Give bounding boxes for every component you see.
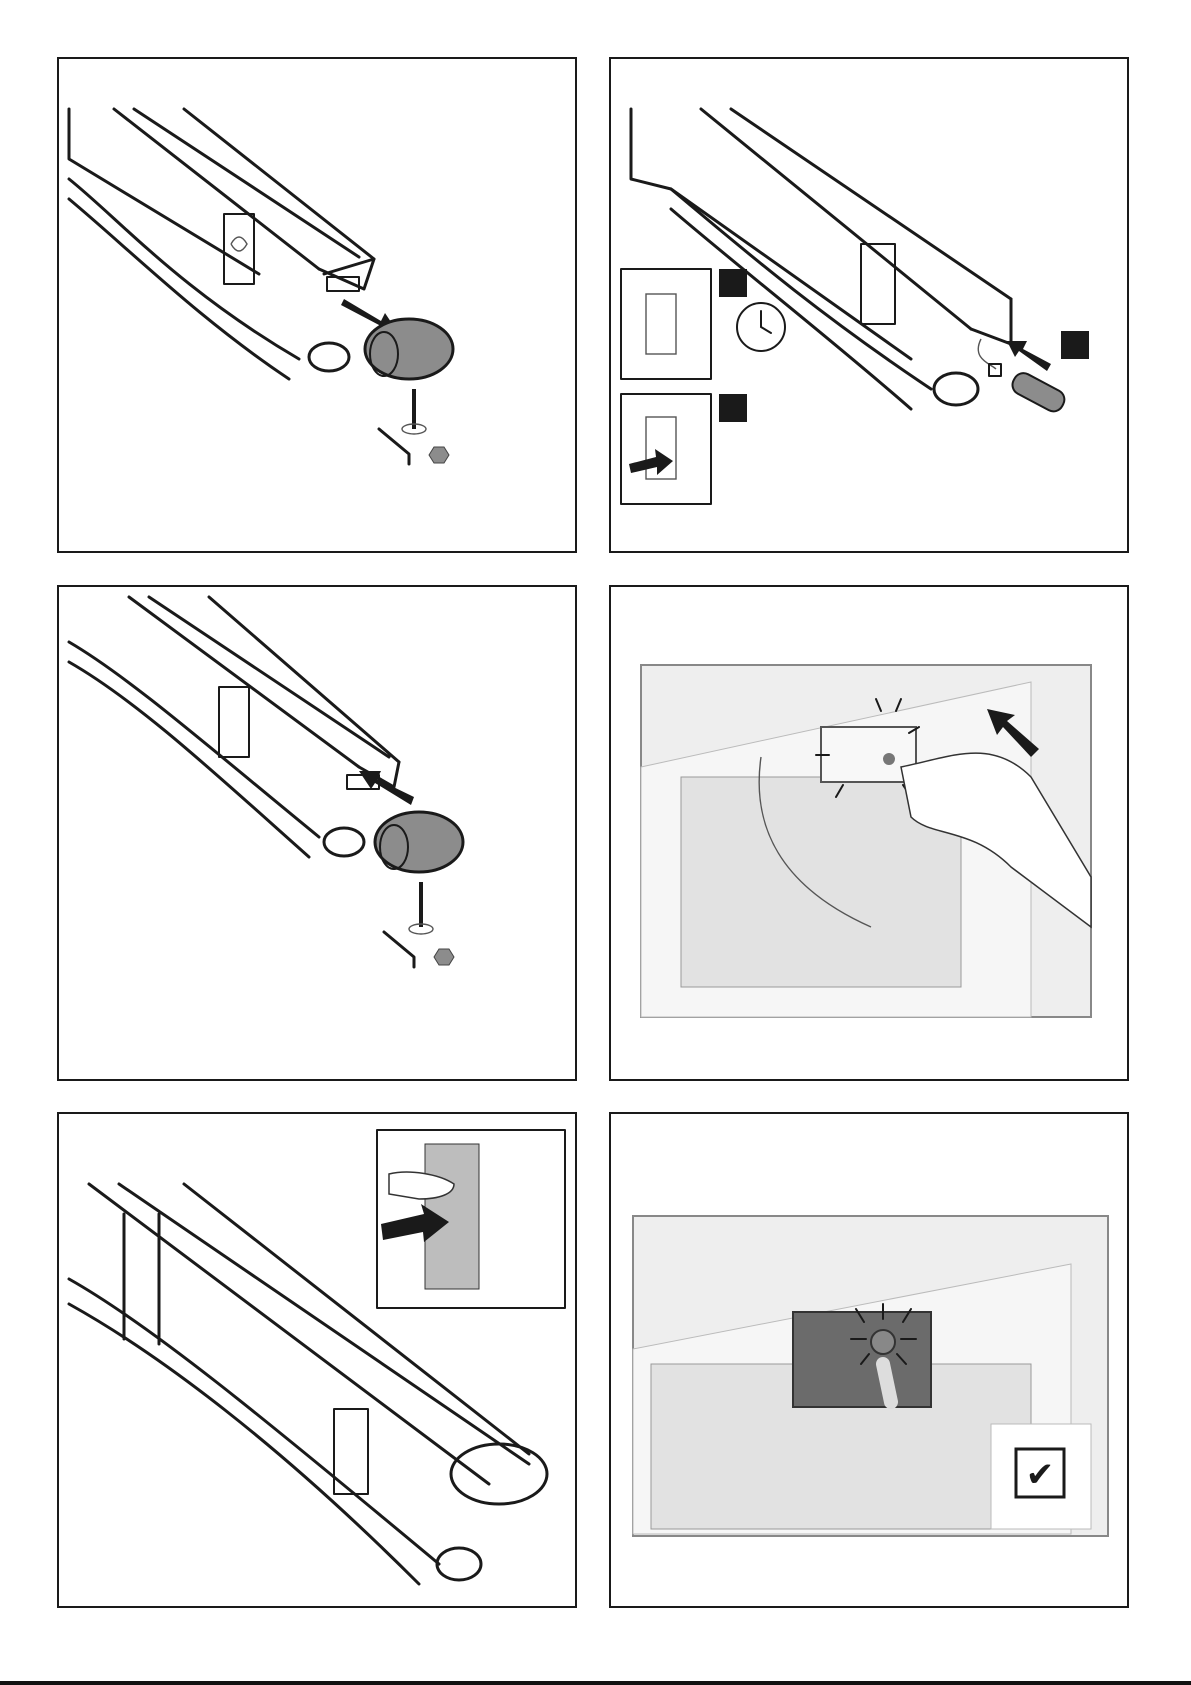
grab-bar-top xyxy=(701,109,1011,329)
panel-battery-replacement xyxy=(609,57,1129,553)
hex-icon xyxy=(434,949,454,965)
inset-sensor-label xyxy=(646,294,676,354)
grab-bar-end xyxy=(971,299,1011,344)
arrow-press-icon xyxy=(629,449,673,475)
allen-key-icon xyxy=(384,932,414,967)
sensor-button xyxy=(883,753,895,765)
step-marker-3 xyxy=(1061,331,1089,359)
lower-bar-end xyxy=(934,373,978,405)
grab-bar-lower xyxy=(69,179,299,379)
illustration-battery-replacement xyxy=(611,59,1127,551)
sensor-button xyxy=(871,1330,895,1354)
arrow-insert-icon xyxy=(1007,341,1051,371)
panel-sensor-activate xyxy=(57,1112,577,1608)
inset-sensor-press xyxy=(621,394,711,504)
battery-icon xyxy=(1009,370,1068,415)
sensor-module xyxy=(793,1312,931,1407)
sensor-label xyxy=(219,687,249,757)
panel-remove-end-cap xyxy=(57,57,577,553)
end-cap-shape xyxy=(365,319,453,379)
end-cap-shape xyxy=(375,812,463,872)
water-drop-icon xyxy=(231,237,247,251)
hose xyxy=(883,1364,891,1402)
illustration-sensor-press xyxy=(611,587,1127,1079)
sensor-label xyxy=(861,244,895,324)
page-bottom-rule xyxy=(0,1681,1191,1685)
grab-bar-top xyxy=(114,109,374,269)
wall-outline xyxy=(69,109,259,274)
grab-bar-top xyxy=(129,597,399,767)
checkmark-icon: ✔ xyxy=(1026,1455,1055,1495)
illustration-sensor-activate xyxy=(59,1114,575,1606)
step-marker-1 xyxy=(719,269,747,297)
inset-sensor-wait xyxy=(621,269,711,379)
panel-sensor-confirm: ✔ xyxy=(609,1112,1129,1608)
panel-attach-end-cap xyxy=(57,585,577,1081)
bar-end-cap xyxy=(451,1444,547,1504)
step-marker-2 xyxy=(719,394,747,422)
sensor-label xyxy=(224,214,254,284)
lower-bar-end xyxy=(309,343,349,371)
illustration-remove-end-cap xyxy=(59,59,575,551)
hex-icon xyxy=(429,447,449,463)
panel-sensor-press xyxy=(609,585,1129,1081)
lower-bar-end xyxy=(324,828,364,856)
allen-key-icon xyxy=(379,429,409,464)
illustration-sensor-confirm: ✔ xyxy=(611,1114,1127,1606)
illustration-attach-end-cap xyxy=(59,587,575,1079)
grab-bar-lower xyxy=(69,642,319,857)
lower-bar-end xyxy=(437,1548,481,1580)
